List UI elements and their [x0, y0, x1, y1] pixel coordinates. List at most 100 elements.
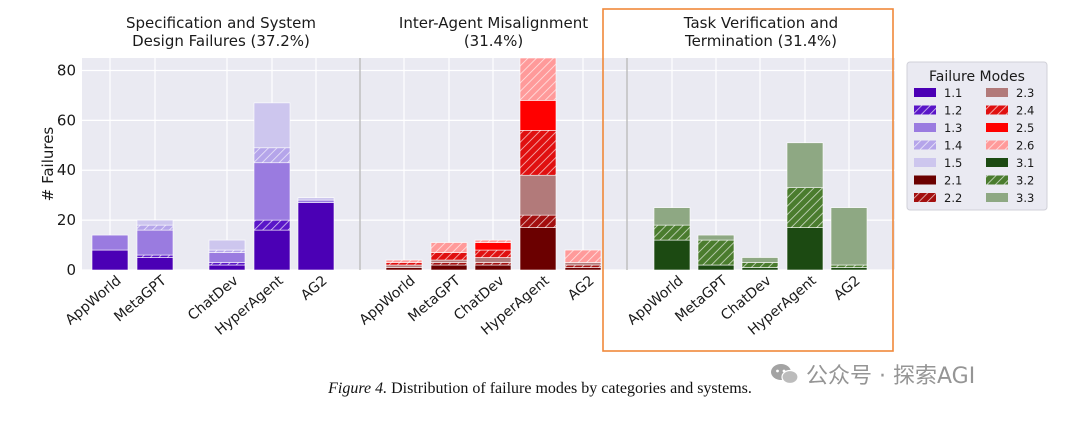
bar-segment — [519, 100, 557, 131]
bar-segment — [208, 262, 246, 266]
bar-segment — [385, 259, 423, 263]
legend-swatch — [986, 140, 1008, 150]
legend-label: 1.3 — [944, 121, 962, 135]
panel-title: (31.4%) — [464, 32, 523, 50]
x-tick-label: AppWorld — [63, 273, 125, 329]
bar-segment — [430, 252, 468, 261]
bar-segment — [91, 249, 129, 271]
bar-segment — [430, 259, 468, 263]
bar-segment — [208, 252, 246, 263]
bar-segment — [519, 174, 557, 216]
bar-segment — [297, 202, 335, 271]
bar-segment — [430, 264, 468, 271]
bar-segment — [519, 57, 557, 101]
x-tick-label: AG2 — [565, 273, 598, 304]
bar-segment — [253, 219, 291, 231]
bar-segment — [136, 224, 174, 231]
y-tick-label: 20 — [57, 211, 76, 229]
caption-text: Distribution of failure modes by categor… — [391, 380, 752, 397]
bar-segment — [519, 227, 557, 271]
bar-segment — [385, 262, 423, 266]
legend-label: 2.1 — [944, 174, 962, 188]
bar-segment — [136, 219, 174, 226]
legend-swatch — [986, 158, 1008, 167]
legend-label: 1.4 — [944, 139, 962, 153]
bar-segment — [741, 257, 779, 263]
bar-segment — [136, 254, 174, 258]
legend-box — [906, 61, 1048, 211]
bar-segment — [474, 257, 512, 263]
bar-segment — [474, 239, 512, 243]
legend-swatch — [986, 175, 1008, 185]
bar-segment — [430, 242, 468, 253]
bar-segment — [208, 249, 246, 253]
panel-title: Design Failures (37.2%) — [132, 32, 310, 50]
bar-segment — [474, 249, 512, 258]
legend-swatch — [986, 105, 1008, 115]
bar-segment — [385, 264, 423, 268]
x-tick-label: AG2 — [298, 273, 331, 304]
legend-label: 3.3 — [1016, 191, 1034, 205]
bar-segment — [474, 242, 512, 251]
legend-swatch — [914, 123, 936, 132]
legend-swatch — [986, 123, 1008, 132]
bar-segment — [253, 162, 291, 221]
bar-segment — [786, 227, 824, 271]
bar-segment — [385, 267, 423, 271]
bar-segment — [786, 187, 824, 228]
legend-label: 3.2 — [1016, 174, 1034, 188]
bar-segment — [653, 224, 691, 241]
bar-segment — [653, 239, 691, 271]
bar-segment — [430, 262, 468, 266]
legend-label: 3.1 — [1016, 156, 1034, 170]
panel-title: Inter-Agent Misalignment — [399, 14, 588, 32]
bar-segment — [136, 229, 174, 256]
bar-segment — [136, 257, 174, 271]
bar-segment — [91, 234, 129, 251]
bar-segment — [741, 262, 779, 268]
watermark: 公众号 · 探索AGI — [770, 358, 975, 390]
legend-swatch — [986, 88, 1008, 97]
bar-segment — [564, 264, 602, 268]
legend-label: 2.4 — [1016, 104, 1034, 118]
legend-label: 1.5 — [944, 156, 962, 170]
legend-label: 2.6 — [1016, 139, 1034, 153]
legend-swatch — [914, 140, 936, 150]
legend-swatch — [914, 175, 936, 185]
bar-segment — [830, 207, 868, 266]
bar-segment — [297, 199, 335, 203]
bar-segment — [653, 207, 691, 226]
legend-label: 2.2 — [944, 191, 962, 205]
y-tick-label: 60 — [57, 111, 76, 129]
bar-segment — [253, 229, 291, 271]
panel-title: Task Verification and — [683, 14, 838, 32]
legend-label: 1.2 — [944, 104, 962, 118]
x-tick-label: AppWorld — [357, 273, 419, 329]
bar-segment — [564, 267, 602, 271]
legend-label: 1.1 — [944, 86, 962, 100]
panel-title: Specification and System — [126, 14, 316, 32]
bar-segment — [697, 234, 735, 241]
bar-segment — [697, 264, 735, 271]
legend-label: 2.3 — [1016, 86, 1034, 100]
legend-swatch — [914, 88, 936, 97]
bar-segment — [297, 197, 335, 201]
legend-swatch — [914, 105, 936, 115]
bar-segment — [474, 262, 512, 266]
legend-swatch — [914, 193, 936, 202]
x-tick-label: AG2 — [831, 273, 864, 304]
y-tick-label: 40 — [57, 161, 76, 179]
bar-segment — [208, 239, 246, 251]
bar-segment — [253, 147, 291, 164]
bar-segment — [519, 130, 557, 176]
panel-title: Termination (31.4%) — [684, 32, 837, 50]
bar-segment — [564, 249, 602, 263]
y-tick-label: 80 — [57, 61, 76, 79]
bar-segment — [830, 267, 868, 271]
bar-segment — [208, 264, 246, 271]
bar-segment — [786, 142, 824, 188]
bar-segment — [697, 239, 735, 266]
highlight-box — [602, 8, 894, 352]
bar-segment — [741, 267, 779, 271]
